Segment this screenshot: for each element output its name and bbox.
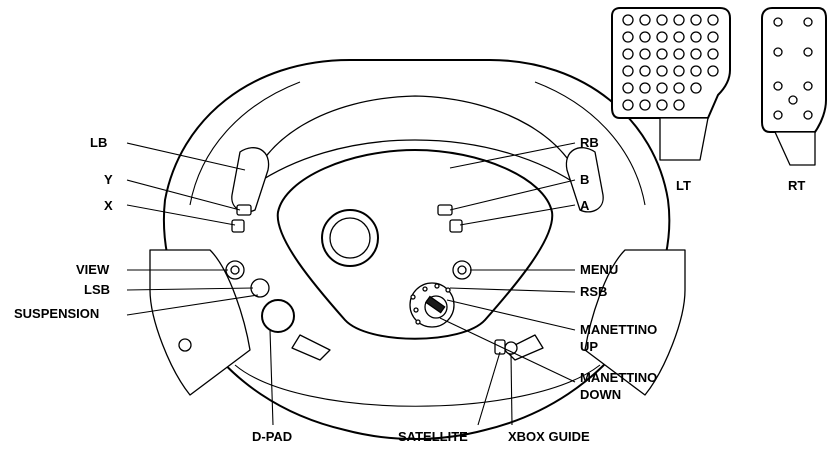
leader-lines xyxy=(126,142,576,426)
label-b: B xyxy=(580,172,589,187)
label-satellite: SATELLITE xyxy=(398,429,468,444)
label-manettino-down-2: DOWN xyxy=(580,387,621,402)
label-rsb: RSB xyxy=(580,284,607,299)
label-manettino-up-2: UP xyxy=(580,339,598,354)
label-view: VIEW xyxy=(76,262,110,277)
label-xbox-guide: XBOX GUIDE xyxy=(508,429,590,444)
dpad[interactable] xyxy=(261,299,295,333)
wheel-grip-right xyxy=(534,81,646,206)
rt-pedal-arm xyxy=(774,131,816,166)
right-paddle xyxy=(565,147,604,213)
label-a: A xyxy=(580,198,590,213)
view-button-dot xyxy=(230,265,240,275)
lower-spoke-left xyxy=(291,334,331,361)
manettino-pos-1 xyxy=(410,294,416,300)
manettino-pos-5 xyxy=(434,283,440,289)
right-grip-module xyxy=(584,249,686,396)
label-y: Y xyxy=(104,172,113,187)
manettino-pos-6 xyxy=(445,287,451,293)
label-manettino-up-1: MANETTINO xyxy=(580,322,657,337)
label-dpad: D-PAD xyxy=(252,429,292,444)
left-grip-button[interactable] xyxy=(178,338,192,352)
manettino-pos-4 xyxy=(422,286,428,292)
steering-wheel xyxy=(149,59,686,440)
a-button[interactable] xyxy=(449,219,463,233)
left-paddle xyxy=(231,147,270,213)
lt-pedal-holes xyxy=(622,14,719,111)
rt-pedal-plate xyxy=(761,7,827,133)
wheel-grip-left xyxy=(189,81,301,206)
label-x: X xyxy=(104,198,113,213)
lsb-button[interactable] xyxy=(250,278,270,298)
label-lsb: LSB xyxy=(84,282,110,297)
pedal-lt xyxy=(611,7,731,161)
label-lt: LT xyxy=(676,178,691,193)
lt-pedal-arm xyxy=(659,117,709,161)
label-suspension: SUSPENSION xyxy=(14,306,99,321)
wheel-grip-bottom xyxy=(234,364,601,407)
manettino-pointer xyxy=(425,295,446,314)
wheel-hub xyxy=(276,149,554,340)
rt-pedal-holes xyxy=(773,17,813,120)
menu-button-dot xyxy=(457,265,467,275)
left-grip-module xyxy=(149,249,251,396)
manettino-pos-3 xyxy=(415,319,421,325)
label-lb: LB xyxy=(90,135,107,150)
x-button[interactable] xyxy=(231,219,245,233)
y-button[interactable] xyxy=(236,204,252,216)
manettino-pos-2 xyxy=(413,307,419,313)
pedal-rt xyxy=(761,7,827,166)
b-button[interactable] xyxy=(437,204,453,216)
label-rt: RT xyxy=(788,178,805,193)
label-menu: MENU xyxy=(580,262,618,277)
label-manettino-down-1: MANETTINO xyxy=(580,370,657,385)
labels: LB Y X VIEW LSB SUSPENSION RB B A MENU R… xyxy=(14,135,805,444)
label-rb: RB xyxy=(580,135,599,150)
center-horn-inner xyxy=(329,217,371,259)
